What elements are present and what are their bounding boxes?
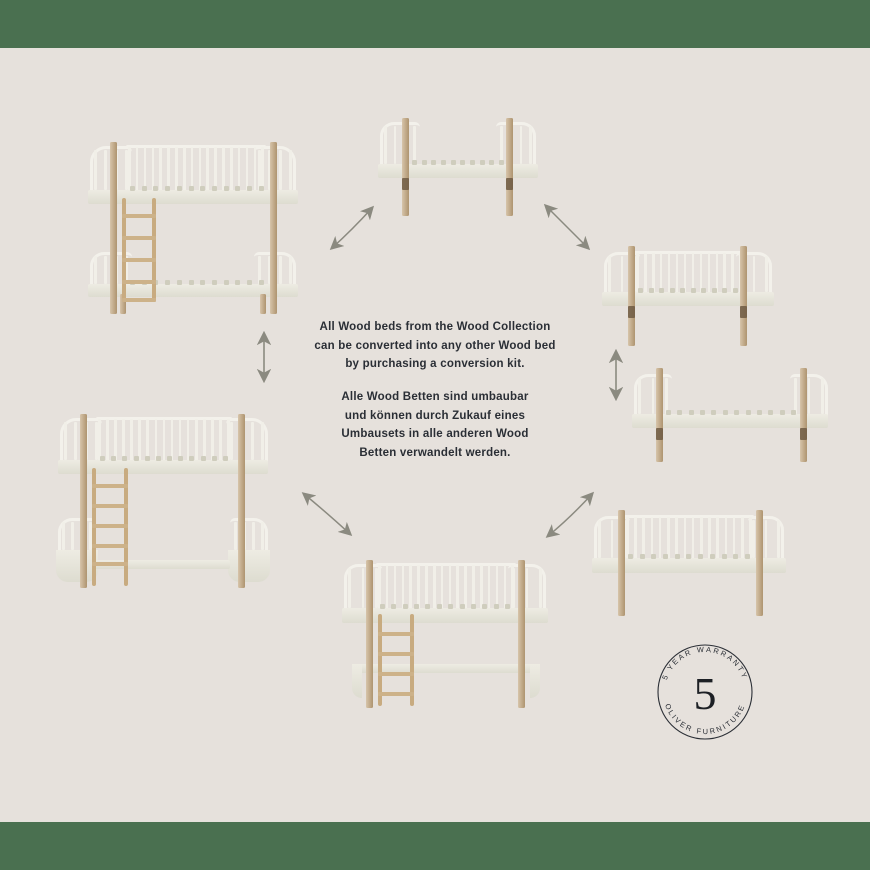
copy-de-line-1: Alle Wood Betten sind umbaubar — [341, 390, 529, 403]
arrow-loft-to-lowloft — [296, 486, 360, 546]
copy-de-line-3: Umbausets in alle anderen Wood — [341, 428, 529, 441]
badge-number: 5 — [694, 668, 717, 719]
arrow-lowloft-to-singledaybed — [540, 484, 602, 546]
diagram-stage: All Wood beds from the Wood Collection c… — [0, 48, 870, 822]
arrow-bunk-to-junior — [324, 200, 380, 256]
product-single-bed[interactable] — [630, 366, 830, 462]
copy-de-line-2: und können durch Zukauf eines — [344, 409, 526, 422]
arrow-bunk-to-loft — [252, 326, 276, 388]
copy-de-line-4: Betten verwandelt werden. — [359, 446, 511, 459]
center-description: All Wood beds from the Wood Collection c… — [290, 318, 580, 462]
warranty-badge: 5 YEAR WARRANTY OLIVER FURNITURE 5 — [648, 635, 762, 749]
bottom-green-band — [0, 822, 870, 870]
product-junior-bed[interactable] — [376, 116, 540, 218]
copy-en-line-1: All Wood beds from the Wood Collection — [319, 321, 551, 333]
copy-en-line-2: can be converted into any other Wood bed — [314, 339, 556, 352]
product-day-bed-single[interactable] — [590, 506, 790, 616]
product-bunk-bed[interactable] — [78, 136, 308, 314]
product-low-loft-bed[interactable] — [336, 556, 554, 708]
product-loft-bed[interactable] — [52, 410, 274, 588]
badge-outer-ring — [657, 644, 753, 740]
product-day-bed-junior[interactable] — [600, 242, 778, 346]
copy-en-line-3: by purchasing a conversion kit. — [345, 358, 525, 371]
arrow-junior-to-daybed — [538, 198, 596, 256]
arrow-daybed-to-single — [604, 344, 628, 406]
top-green-band — [0, 0, 870, 48]
